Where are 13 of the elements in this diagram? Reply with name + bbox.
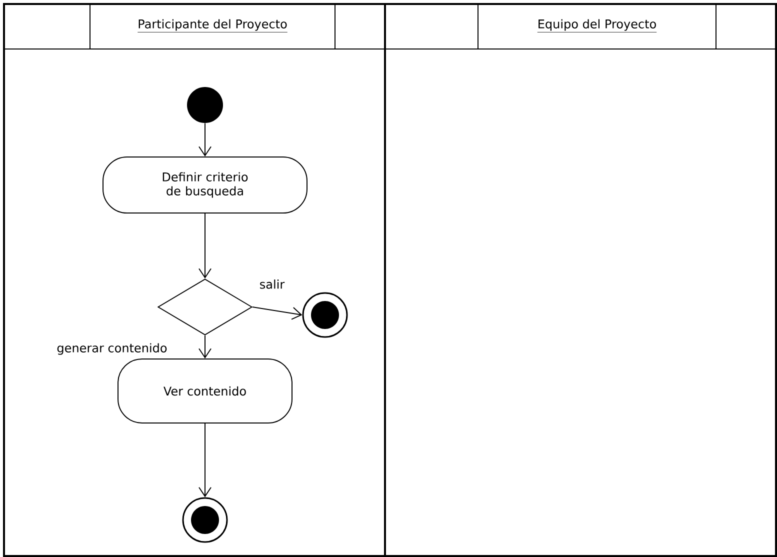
- arrow: [198, 335, 212, 358]
- edge-label: generar contenido: [56, 342, 168, 356]
- arrow: [198, 213, 212, 278]
- activity-box: Ver contenido: [118, 358, 292, 424]
- swimlane: Equipo del Proyecto: [384, 2, 777, 557]
- edge-label: salir: [258, 278, 286, 290]
- arrow: [252, 306, 302, 320]
- activity-box: Definir criterio de busqueda: [102, 156, 308, 214]
- arrow: [198, 122, 212, 156]
- start-node: [187, 87, 223, 123]
- end-node: [182, 497, 228, 543]
- arrow: [198, 423, 212, 498]
- end-node: [302, 292, 348, 338]
